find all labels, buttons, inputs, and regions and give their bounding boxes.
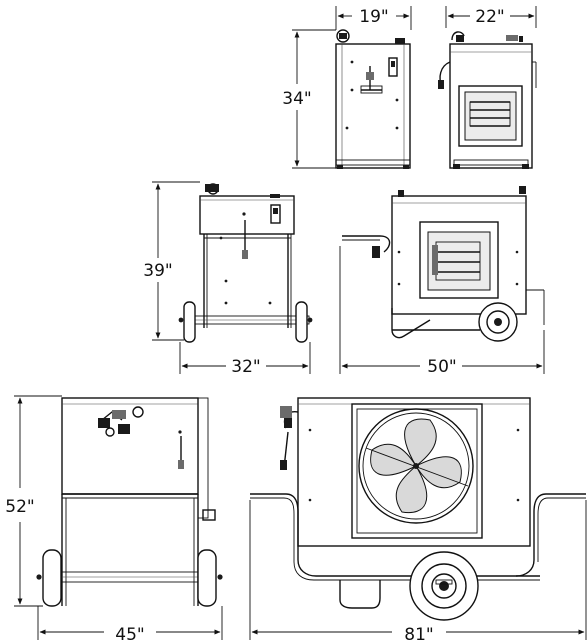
dimension-39in: 39" xyxy=(143,181,200,341)
mid-front-view xyxy=(178,183,313,343)
dim-label-19: 19" xyxy=(359,7,388,27)
dim-label-34: 34" xyxy=(282,89,311,109)
dim-label-81: 81" xyxy=(404,625,433,644)
wheel-icon xyxy=(409,551,479,621)
dimension-50in: 50" xyxy=(339,246,545,377)
dimension-19in: 19" xyxy=(335,6,412,30)
bottom-front-view xyxy=(36,397,223,607)
dim-label-52: 52" xyxy=(5,497,34,517)
dimension-52in: 52" xyxy=(5,395,62,607)
dim-label-45: 45" xyxy=(115,625,144,644)
mid-side-view xyxy=(342,186,545,342)
top-side-view xyxy=(438,31,537,169)
dim-label-50: 50" xyxy=(427,357,456,377)
dimension-45in: 45" xyxy=(37,606,223,644)
dim-label-32: 32" xyxy=(231,357,260,377)
top-front-view xyxy=(335,29,411,169)
dimension-34in: 34" xyxy=(282,29,336,169)
bottom-side-view xyxy=(250,397,586,621)
dimension-81in: 81" xyxy=(249,500,587,644)
dim-label-39: 39" xyxy=(143,261,172,281)
dimension-32in: 32" xyxy=(179,342,311,377)
dim-label-22: 22" xyxy=(475,7,504,27)
fan-blade-icon xyxy=(358,408,474,524)
dimension-22in: 22" xyxy=(445,6,537,28)
